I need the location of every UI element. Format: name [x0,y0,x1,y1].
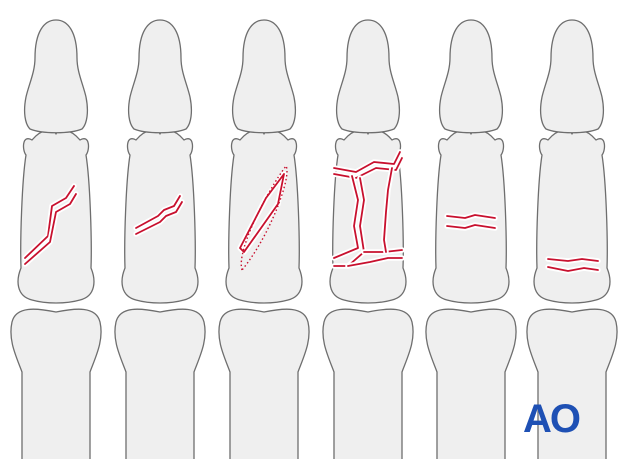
fracture-line [446,224,496,229]
ao-logo: AO [523,397,582,441]
fracture-line [239,173,285,253]
fracture-line [135,201,183,235]
fracture-line [547,266,599,272]
finger-5 [425,19,517,459]
fracture-lines [545,256,601,274]
distal-phalanx [335,19,401,134]
distal-phalanx [231,19,297,134]
middle-phalanx [225,129,303,304]
fracture-line [135,195,181,229]
middle-phalanx [533,129,611,304]
proximal-phalanx [526,308,618,459]
fracture-line [347,257,403,267]
distal-phalanx [539,19,605,134]
fracture-line [446,214,496,219]
fracture-line [333,157,403,179]
fracture-lines [133,193,185,237]
proximal-phalanx [322,308,414,459]
finger-2 [114,19,206,459]
finger-6 [526,19,618,459]
finger-1 [10,19,102,459]
finger-4 [322,19,414,459]
fracture-line [547,258,599,262]
middle-phalanx [329,129,407,304]
butterfly-fragment-outline [240,164,288,272]
distal-phalanx [23,19,89,134]
proximal-phalanx [114,308,206,459]
fracture-lines [444,212,498,231]
fracture-lines [22,183,79,267]
fracture-line [383,167,393,253]
distal-phalanx [127,19,193,134]
fracture-lines [237,164,288,272]
fracture-line [333,151,401,173]
ao-logo-text: AO [523,397,580,441]
fracture-line [24,185,75,259]
proximal-phalanx [425,308,517,459]
fracture-lines [331,149,405,269]
proximal-phalanx [218,308,310,459]
finger-3 [218,19,310,459]
distal-phalanx [438,19,504,134]
fracture-line [333,175,359,259]
fracture-line [24,193,77,265]
proximal-phalanx [10,308,102,459]
